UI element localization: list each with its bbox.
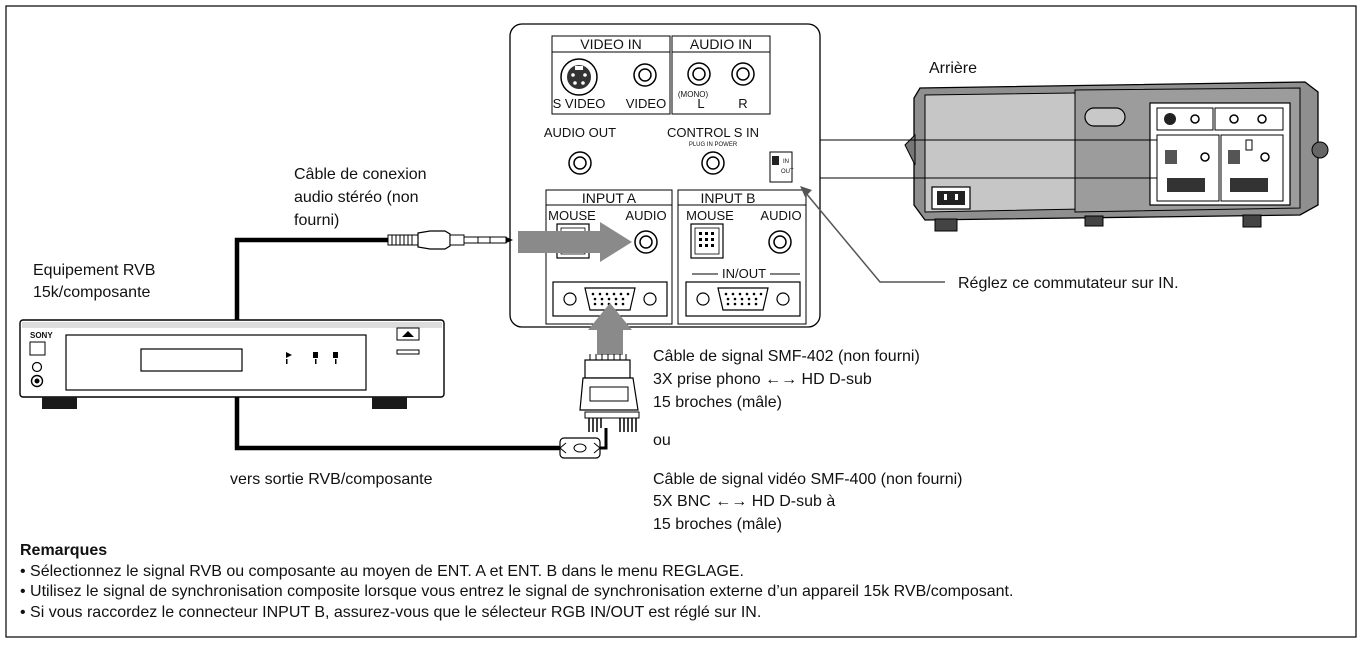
l-label: L bbox=[697, 96, 704, 111]
audio-cable-label-2: audio stéréo (non bbox=[294, 189, 419, 206]
note-item: • Sélectionnez le signal RVB ou composan… bbox=[20, 562, 744, 580]
input-a-label: INPUT A bbox=[582, 190, 637, 206]
connector-panel: VIDEO IN AUDIO IN S VIDEO VIDEO (MONO bbox=[509, 23, 821, 328]
note-item: • Si vous raccordez le connecteur INPUT … bbox=[20, 603, 762, 621]
projector bbox=[904, 81, 1329, 232]
audio-in-r-jack bbox=[731, 62, 755, 86]
smf402-label-1: Câble de signal SMF-402 (non fourni) bbox=[653, 348, 920, 365]
switch-in-label: IN bbox=[783, 159, 789, 165]
stereo-plug-icon bbox=[387, 230, 513, 250]
rgb-in-out-switch: IN OUT bbox=[769, 151, 794, 183]
outer-frame bbox=[5, 5, 1357, 638]
s-video-jack bbox=[560, 58, 598, 96]
video-jack bbox=[633, 63, 657, 87]
audio-insert-arrow bbox=[518, 222, 632, 262]
smf402-label-2: 3X prise phono ←→ HD D-sub bbox=[653, 371, 872, 388]
smf402-label-3: 15 broches (mâle) bbox=[653, 394, 782, 411]
switch-out-label: OUT bbox=[781, 169, 794, 175]
projector-vent-icon bbox=[1084, 107, 1126, 127]
mouse-a-label: MOUSE bbox=[548, 208, 596, 223]
display-window bbox=[140, 348, 243, 372]
video-in-label: VIDEO IN bbox=[580, 36, 641, 52]
s-video-label: S VIDEO bbox=[553, 96, 606, 111]
sony-logo: SONY bbox=[30, 331, 53, 340]
sony-equipment: SONY bbox=[19, 319, 445, 409]
plug-in-power-label: PLUG IN POWER bbox=[689, 142, 738, 148]
audio-b-label: AUDIO bbox=[760, 208, 801, 223]
switch-callout-arrow bbox=[800, 186, 812, 197]
equipment-label-2: 15k/composante bbox=[33, 284, 151, 301]
control-s-in-jack bbox=[701, 151, 725, 175]
audio-cable-label-3: fourni) bbox=[294, 212, 339, 229]
audio-a-label: AUDIO bbox=[625, 208, 666, 223]
rgb-cable bbox=[234, 397, 560, 451]
ou-label: ou bbox=[653, 432, 671, 449]
mouse-b-label: MOUSE bbox=[686, 208, 734, 223]
mono-label: (MONO) bbox=[678, 90, 709, 99]
audio-b-jack bbox=[768, 230, 792, 254]
notes-title: Remarques bbox=[20, 542, 108, 559]
audio-cable bbox=[234, 237, 390, 320]
audio-cable-label-1: Câble de conexion bbox=[294, 166, 427, 183]
r-label: R bbox=[738, 96, 747, 111]
switch-callout-line bbox=[804, 191, 945, 283]
hd-dsub-b-port bbox=[685, 281, 801, 317]
video-label: VIDEO bbox=[626, 96, 666, 111]
audio-out-label: AUDIO OUT bbox=[544, 125, 616, 140]
input-b-label: INPUT B bbox=[701, 190, 756, 206]
audio-out-jack bbox=[568, 151, 592, 175]
in-out-label: IN/OUT bbox=[722, 266, 766, 281]
cable-ferrite-icon bbox=[559, 437, 601, 459]
notes-section: Remarques • Sélectionnez le signal RVB o… bbox=[20, 541, 1350, 623]
smf400-label-1: Câble de signal vidéo SMF-400 (non fourn… bbox=[653, 471, 963, 488]
mouse-b-port bbox=[690, 223, 724, 259]
note-item: • Utilisez le signal de synchronisation … bbox=[20, 583, 1014, 600]
vga-connector-icon bbox=[579, 354, 640, 432]
arriere-label: Arrière bbox=[929, 60, 977, 77]
control-s-in-label: CONTROL S IN bbox=[667, 125, 759, 140]
switch-note: Réglez ce commutateur sur IN. bbox=[958, 275, 1179, 292]
audio-in-l-jack bbox=[687, 62, 711, 86]
smf400-label-3: 15 broches (mâle) bbox=[653, 516, 782, 533]
output-label: vers sortie RVB/composante bbox=[230, 471, 433, 488]
audio-in-label: AUDIO IN bbox=[690, 36, 752, 52]
power-button-icon bbox=[29, 341, 46, 356]
equipment-label-1: Equipement RVB bbox=[33, 262, 155, 279]
vga-insert-arrow bbox=[588, 303, 632, 355]
audio-a-jack bbox=[634, 230, 658, 254]
smf400-label-2: 5X BNC ←→ HD D-sub à bbox=[653, 493, 835, 510]
